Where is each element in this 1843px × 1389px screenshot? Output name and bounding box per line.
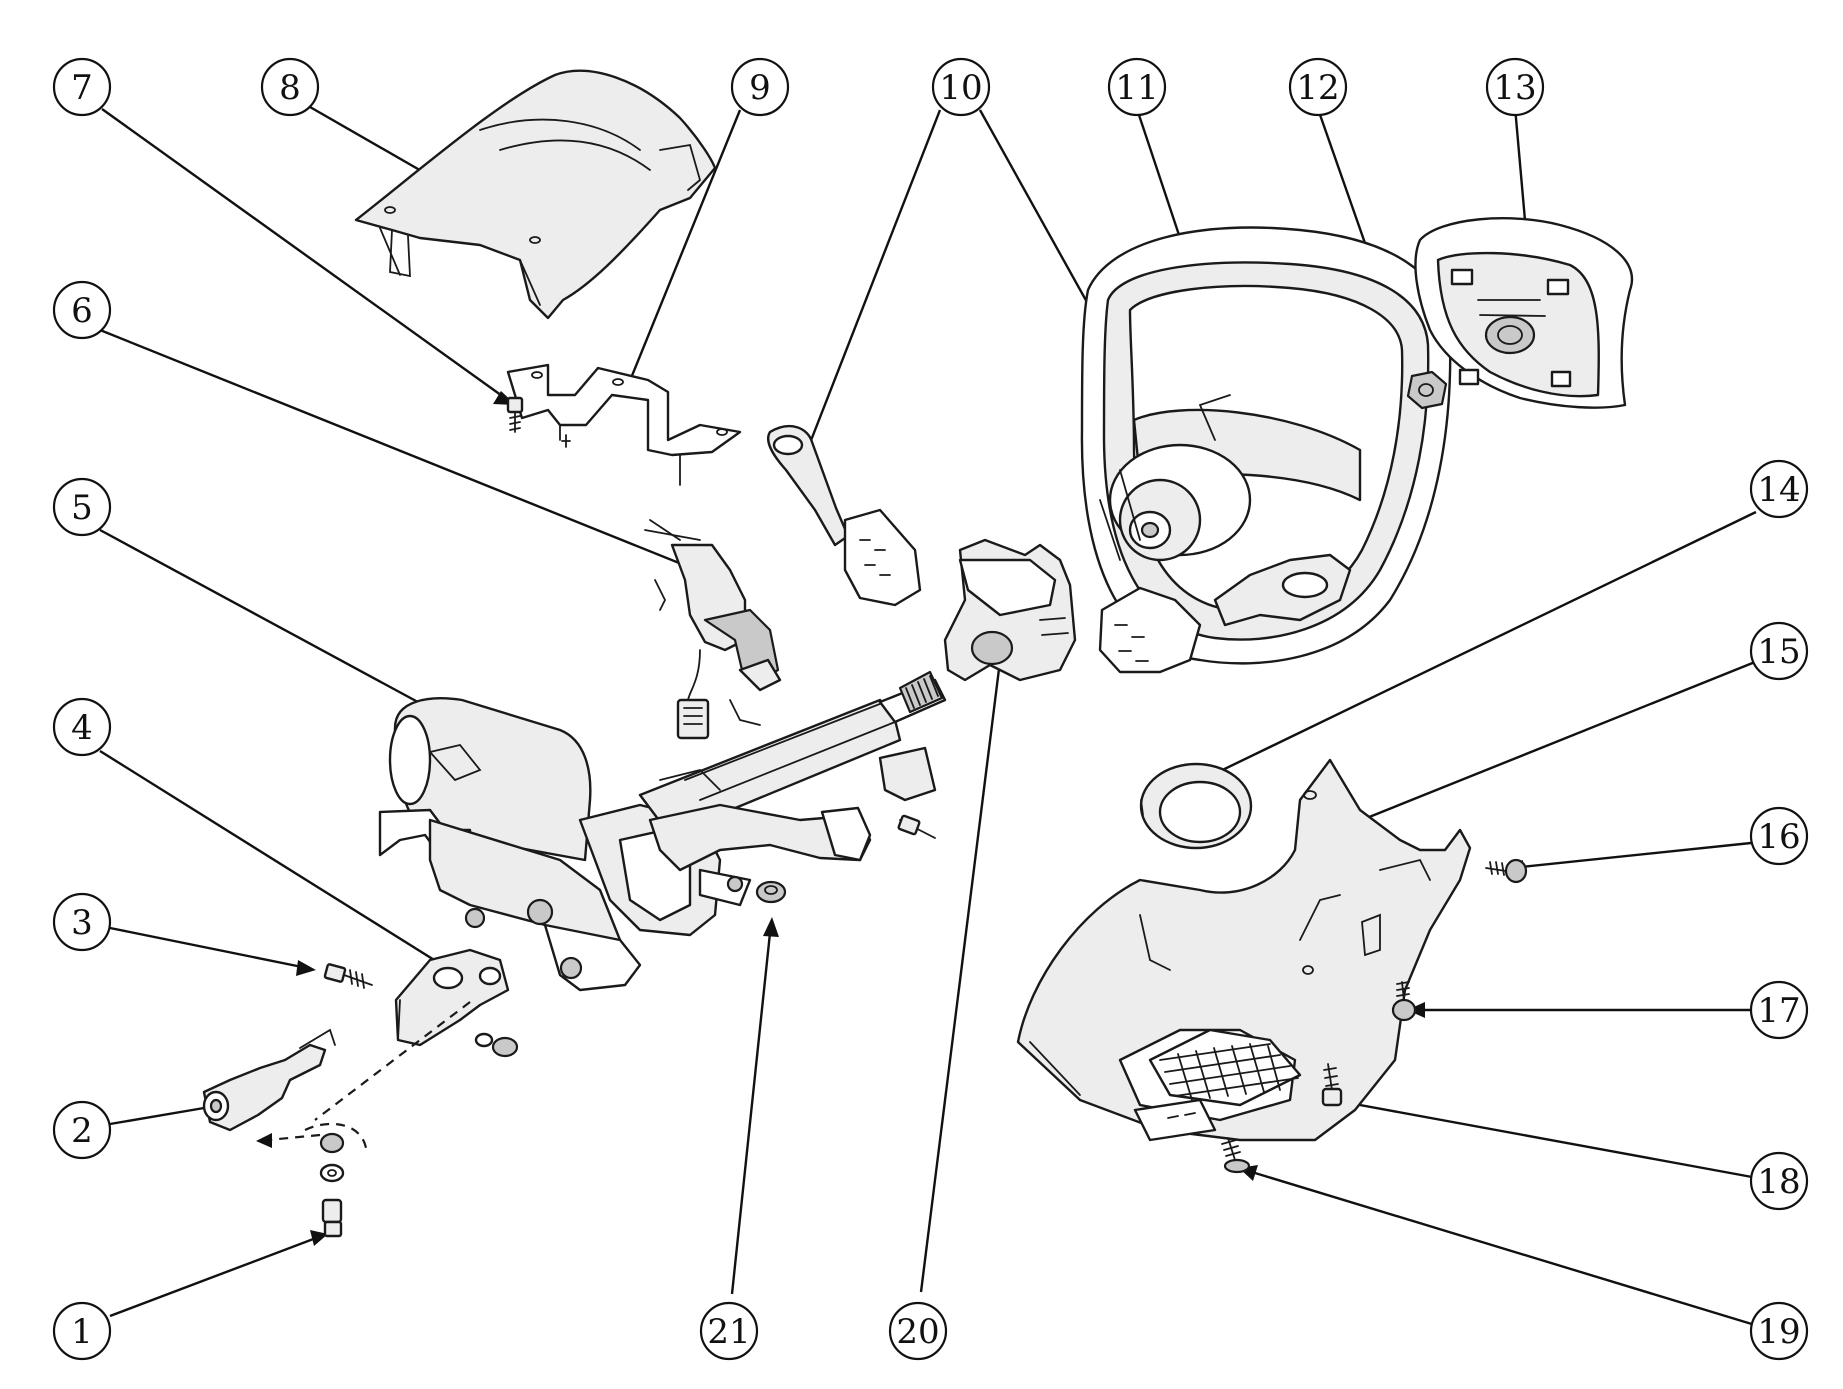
- upper-column-shroud: [354, 69, 717, 320]
- steering-column-assembly: [378, 670, 947, 992]
- callout-7: 7: [52, 57, 112, 117]
- callout-17-label: 17: [1757, 991, 1800, 1031]
- callout-1-label: 1: [71, 1312, 93, 1352]
- steering-wheel: [1080, 226, 1452, 665]
- callout-10-label: 10: [939, 68, 982, 108]
- callout-16-label: 16: [1757, 817, 1800, 857]
- callout-16: 16: [1749, 806, 1809, 866]
- callout-14-label: 14: [1757, 470, 1800, 510]
- callout-20: 20: [888, 1301, 948, 1361]
- callout-8-label: 8: [279, 68, 301, 108]
- callout-2-label: 2: [71, 1111, 93, 1151]
- callout-17: 17: [1749, 980, 1809, 1040]
- leader-3: [109, 926, 303, 969]
- arrowhead-1: [310, 1230, 328, 1246]
- leader-11: [1135, 108, 1186, 251]
- screw-19: [1221, 1137, 1251, 1174]
- callout-15-label: 15: [1757, 632, 1800, 672]
- trim-ring: [1139, 762, 1253, 850]
- ignition-switch-lock: [644, 519, 782, 740]
- leader-9: [625, 109, 742, 389]
- callout-1: 1: [52, 1301, 112, 1361]
- bolt-3: [323, 963, 373, 989]
- leader-4: [99, 749, 448, 970]
- screw-17: [1391, 981, 1417, 1022]
- callout-18: 18: [1749, 1151, 1809, 1211]
- callout-2: 2: [52, 1100, 112, 1160]
- callout-6-label: 6: [71, 291, 93, 331]
- callout-21-label: 21: [707, 1312, 750, 1352]
- callout-13-label: 13: [1493, 68, 1536, 108]
- leader-7: [101, 108, 506, 399]
- callout-3-label: 3: [71, 903, 93, 943]
- lower-universal-joint: [202, 1028, 336, 1132]
- callout-10: 10: [931, 57, 991, 117]
- callout-9: 9: [730, 57, 790, 117]
- callout-7-label: 7: [71, 68, 93, 108]
- screw-7: [506, 396, 524, 433]
- leader-19: [1254, 1171, 1756, 1327]
- nut-washer-bolt-1: [319, 1132, 345, 1238]
- callout-15: 15: [1749, 621, 1809, 681]
- callout-6: 6: [52, 280, 112, 340]
- nut-21: [755, 880, 787, 904]
- shroud-grid: [1159, 1043, 1299, 1101]
- callout-12-label: 12: [1296, 68, 1339, 108]
- arrowhead-3: [296, 960, 316, 976]
- nuts-near-joint: [474, 1032, 519, 1058]
- callout-18-label: 18: [1757, 1162, 1800, 1202]
- screw-16: [1485, 858, 1528, 884]
- nut-12: [1406, 370, 1448, 410]
- callout-11: 11: [1107, 57, 1167, 117]
- dashed-assembly-lines: [256, 1001, 471, 1149]
- callout-5-label: 5: [71, 488, 93, 528]
- leader-18: [1348, 1101, 1753, 1179]
- leader-14: [1209, 510, 1757, 778]
- callout-14: 14: [1749, 459, 1809, 519]
- callout-13: 13: [1485, 57, 1545, 117]
- callout-19-label: 19: [1757, 1312, 1800, 1352]
- bolt-18: [1321, 1063, 1343, 1107]
- callout-markers: 1 2 3 4 5 6 7 8: [52, 57, 1809, 1361]
- callout-3: 3: [52, 892, 112, 952]
- callout-5: 5: [52, 477, 112, 537]
- lower-column-shroud: [1016, 758, 1472, 1142]
- leader-16: [1520, 841, 1752, 869]
- leader-6: [99, 328, 695, 571]
- upper-universal-joint: [394, 948, 510, 1047]
- callout-20-label: 20: [896, 1312, 939, 1352]
- callout-9-label: 9: [749, 68, 771, 108]
- leader-15: [1311, 658, 1761, 842]
- switch-carrier-clock-spring: [943, 538, 1077, 682]
- leader-21: [730, 932, 772, 1295]
- leader-10a: [799, 109, 942, 467]
- mounting-bracket: [506, 363, 742, 486]
- callout-21: 21: [699, 1301, 759, 1361]
- callout-8: 8: [260, 57, 320, 117]
- callout-11-label: 11: [1115, 68, 1158, 108]
- arrowhead-21: [763, 917, 779, 937]
- callout-12: 12: [1288, 57, 1348, 117]
- callout-4-label: 4: [71, 708, 93, 748]
- leader-5: [99, 528, 478, 736]
- leader-1: [109, 1236, 317, 1318]
- leader-20: [919, 636, 1005, 1293]
- leader-2: [109, 1106, 205, 1126]
- combination-switch-lever-right: [1098, 553, 1352, 674]
- airbag-module: [1414, 217, 1633, 409]
- callout-4: 4: [52, 697, 112, 757]
- combination-switch-lever-left: [766, 425, 922, 607]
- callout-19: 19: [1749, 1301, 1809, 1361]
